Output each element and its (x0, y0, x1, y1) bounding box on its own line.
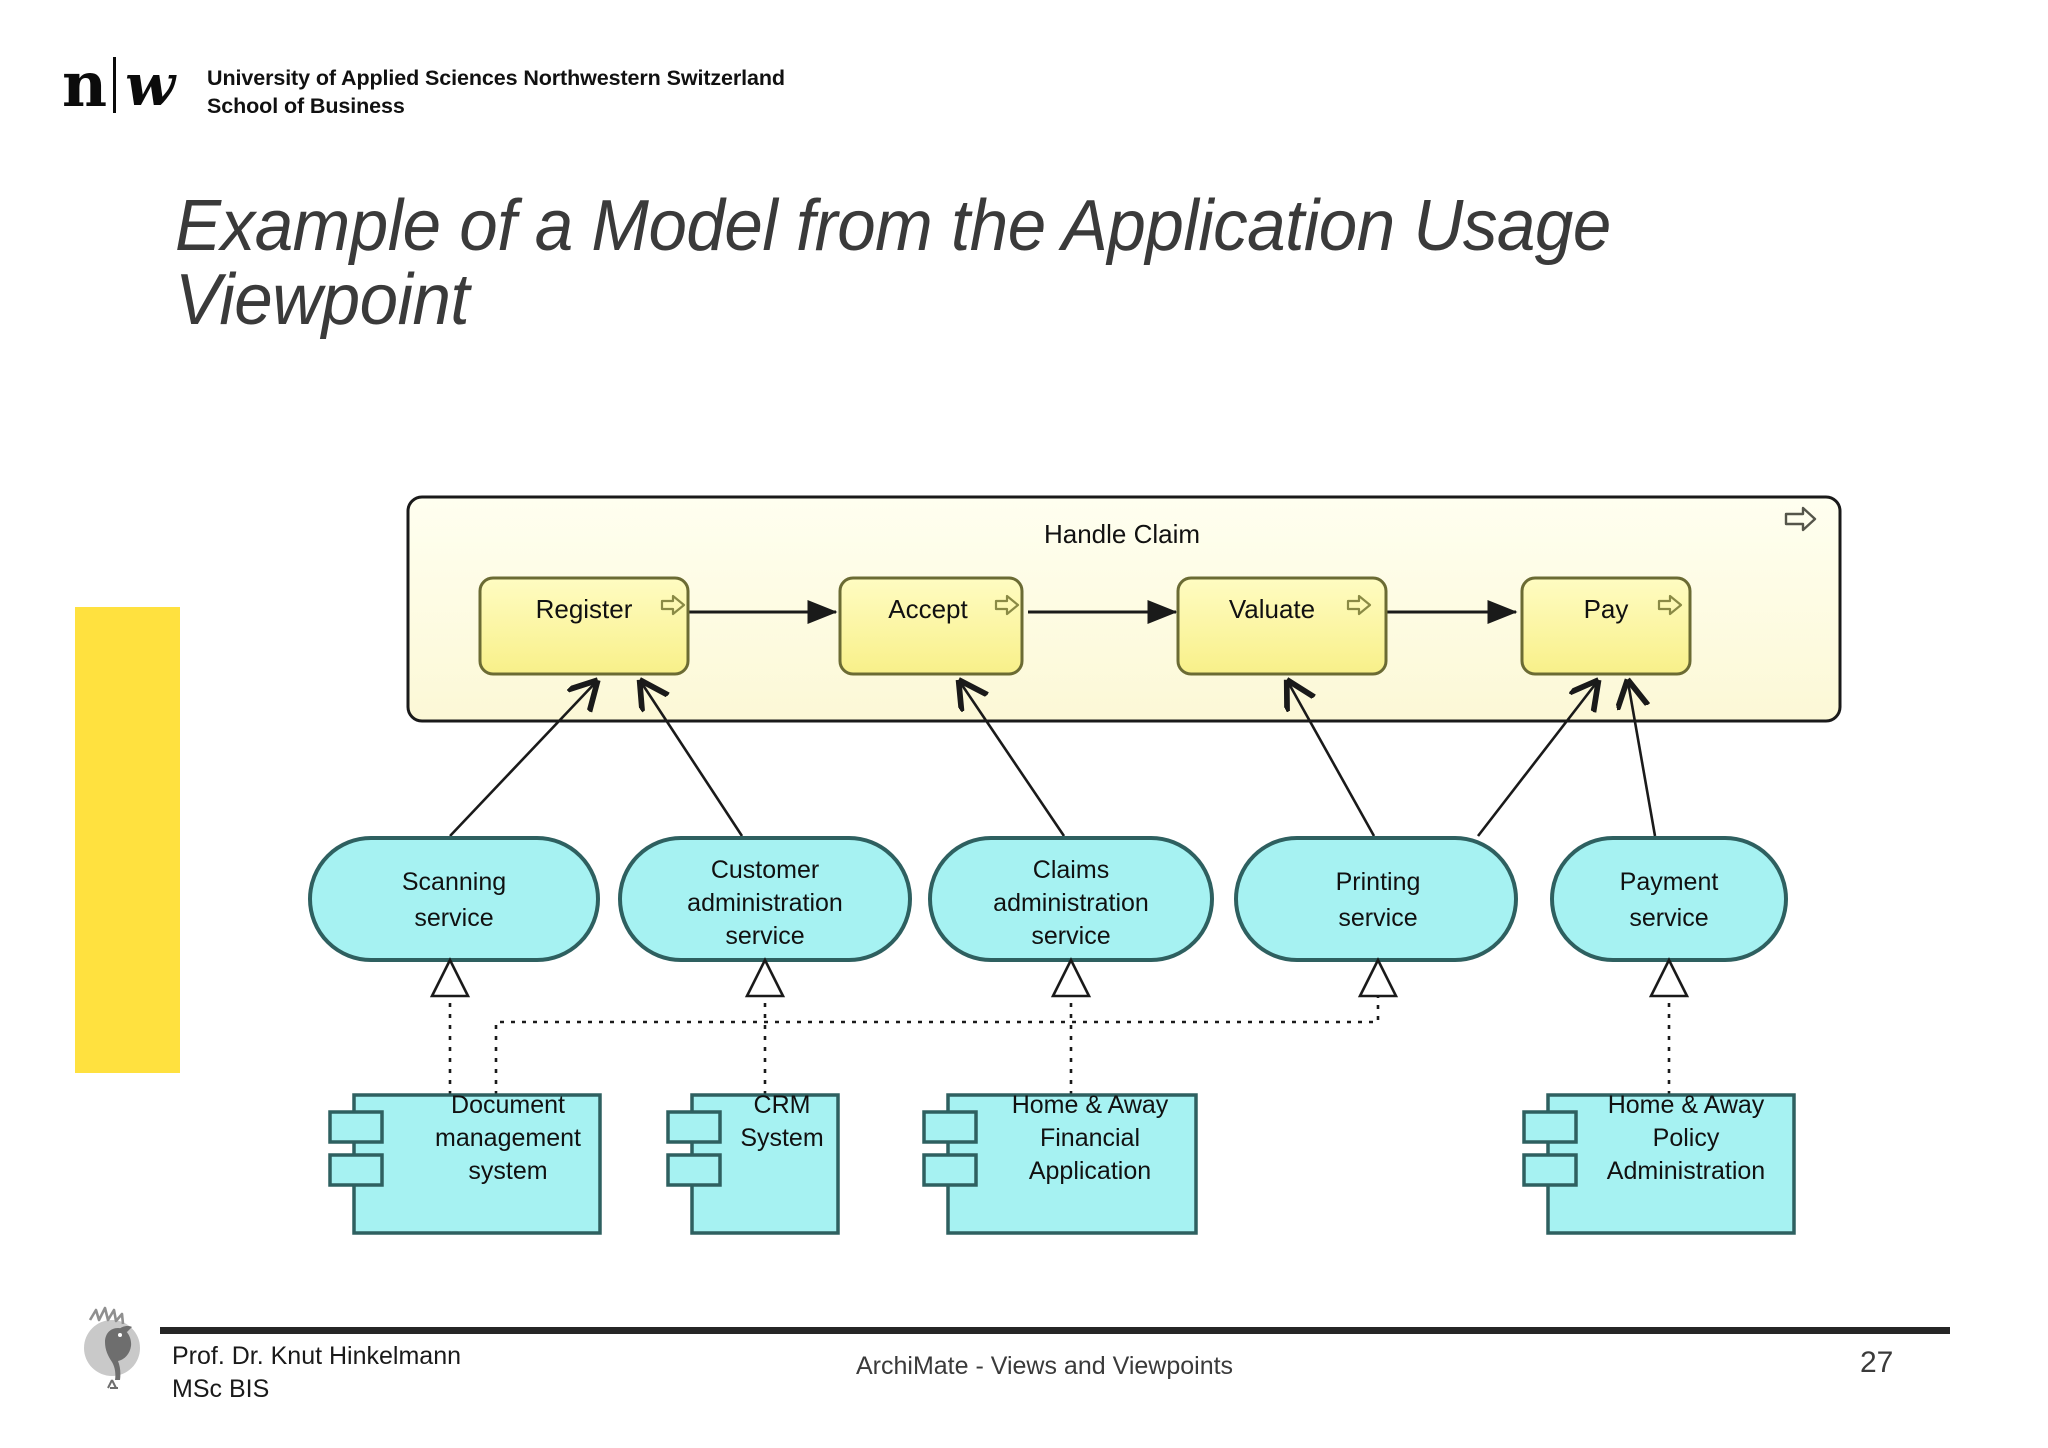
component-label-line: System (740, 1124, 823, 1152)
application-component-dms[interactable]: Document management system (328, 1091, 602, 1235)
component-tab-icon (666, 1110, 722, 1144)
service-label-line: Claims (1033, 856, 1109, 884)
service-label-line: Scanning (402, 868, 506, 896)
component-label-line: Administration (1607, 1157, 1765, 1185)
institution-name: University of Applied Sciences Northwest… (207, 66, 785, 119)
hollow-triangle-icon (1050, 957, 1092, 998)
application-service-printing[interactable]: Printing service (1234, 836, 1518, 962)
component-label-line: Home & Away (1608, 1091, 1765, 1119)
component-label-line: Financial (1040, 1124, 1140, 1152)
service-label-line: service (414, 904, 493, 932)
university-name: University of Applied Sciences Northwest… (207, 66, 785, 90)
hollow-triangle-icon (1648, 957, 1690, 998)
institution-logo: n w University of Applied Sciences North… (62, 52, 785, 119)
component-label-line: Policy (1653, 1124, 1720, 1152)
service-label-line: service (725, 922, 804, 950)
application-service-customer-administration[interactable]: Customer administration service (618, 836, 912, 962)
hollow-triangle-icon (1357, 957, 1399, 998)
process-label: Accept (888, 594, 968, 624)
author-program: MSc BIS (172, 1375, 270, 1403)
process-arrow-icon (1657, 594, 1683, 616)
service-label-line: Printing (1336, 868, 1421, 896)
business-process-pay[interactable]: Pay (1520, 576, 1692, 676)
service-label-line: administration (993, 889, 1149, 917)
component-tab-icon (1522, 1153, 1578, 1187)
component-label-line: Application (1029, 1157, 1151, 1185)
component-tab-icon (328, 1110, 384, 1144)
component-tab-icon (666, 1153, 722, 1187)
process-arrow-icon (994, 594, 1020, 616)
accent-bar (75, 607, 180, 1073)
application-service-claims-administration[interactable]: Claims administration service (928, 836, 1214, 962)
component-label-line: CRM (754, 1091, 811, 1119)
component-label-line: system (468, 1157, 547, 1185)
process-label: Pay (1584, 594, 1629, 624)
footer-author: Prof. Dr. Knut Hinkelmann MSc BIS (172, 1340, 461, 1406)
hollow-triangle-icon (429, 957, 471, 998)
service-label-line: service (1031, 922, 1110, 950)
process-label: Register (536, 594, 633, 624)
container-label: Handle Claim (1044, 519, 1200, 549)
application-service-payment[interactable]: Payment service (1550, 836, 1788, 962)
page-number: 27 (1860, 1346, 1894, 1379)
service-label-line: service (1338, 904, 1417, 932)
realization-relations (429, 957, 1690, 1095)
application-component-home-away-financial[interactable]: Home & Away Financial Application (922, 1091, 1198, 1235)
business-process-register[interactable]: Register (478, 576, 690, 676)
component-tab-icon (922, 1110, 978, 1144)
business-process-container[interactable]: Handle Claim (406, 495, 1842, 723)
process-label: Valuate (1229, 594, 1315, 624)
component-label-line: Home & Away (1012, 1091, 1169, 1119)
footer-subject: ArchiMate - Views and Viewpoints (856, 1352, 1234, 1380)
process-arrow-icon (660, 594, 686, 616)
service-label-line: service (1629, 904, 1708, 932)
component-tab-icon (1522, 1110, 1578, 1144)
application-service-scanning[interactable]: Scanning service (308, 836, 600, 962)
component-tab-icon (922, 1153, 978, 1187)
application-component-home-away-policy[interactable]: Home & Away Policy Administration (1522, 1091, 1796, 1235)
page-title: Example of a Model from the Application … (175, 186, 1611, 341)
process-arrow-icon (1346, 594, 1372, 616)
component-tab-icon (328, 1153, 384, 1187)
logo-letter-n: n (62, 48, 107, 121)
footer-divider (160, 1327, 1950, 1334)
logo-letter-w: w (125, 51, 176, 119)
component-label-line: management (435, 1124, 581, 1152)
rooster-icon (84, 1306, 140, 1389)
business-process-valuate[interactable]: Valuate (1176, 576, 1388, 676)
service-label-line: Customer (711, 856, 819, 884)
school-name: School of Business (207, 94, 405, 118)
hollow-triangle-icon (744, 957, 786, 998)
author-name: Prof. Dr. Knut Hinkelmann (172, 1342, 462, 1370)
application-component-crm[interactable]: CRM System (666, 1091, 840, 1235)
logo-divider (113, 57, 117, 113)
service-label-line: administration (687, 889, 843, 917)
component-label-line: Document (451, 1091, 565, 1119)
process-arrow-icon (1784, 506, 1817, 532)
used-by-relations (449, 682, 1657, 837)
fhnw-logo-mark: n w (62, 52, 175, 118)
business-process-accept[interactable]: Accept (838, 576, 1024, 676)
service-label-line: Payment (1620, 868, 1719, 896)
